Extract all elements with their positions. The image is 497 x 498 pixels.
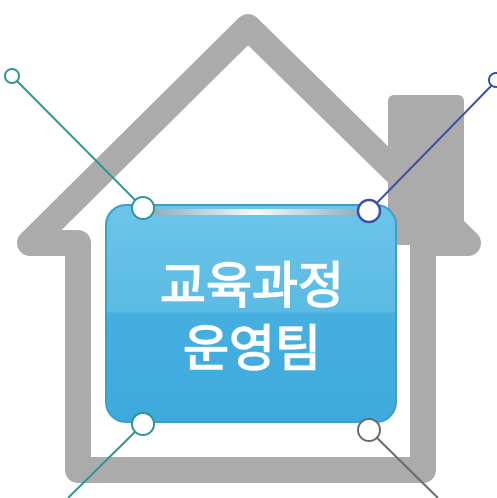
- panel-title-line-1: 교육과정: [160, 257, 344, 315]
- title-panel: [105, 204, 397, 423]
- connector-line-top-left: [11, 75, 144, 209]
- connector-line-bottom-right: [368, 429, 439, 498]
- connector-end-dot-top-right: [488, 72, 497, 88]
- connector-end-dot-top-left: [4, 68, 20, 84]
- connector-line-bottom-left: [67, 423, 144, 498]
- connector-node-bottom-right: [357, 418, 381, 442]
- panel-title-line-2: 운영팀: [183, 320, 321, 378]
- panel-shine-bar: [148, 209, 364, 215]
- connector-node-bottom-left: [131, 412, 155, 436]
- connector-node-top-right: [356, 198, 382, 224]
- house-outline: [17, 14, 481, 483]
- connector-node-top-left: [131, 196, 155, 220]
- connector-line-top-right: [368, 79, 497, 212]
